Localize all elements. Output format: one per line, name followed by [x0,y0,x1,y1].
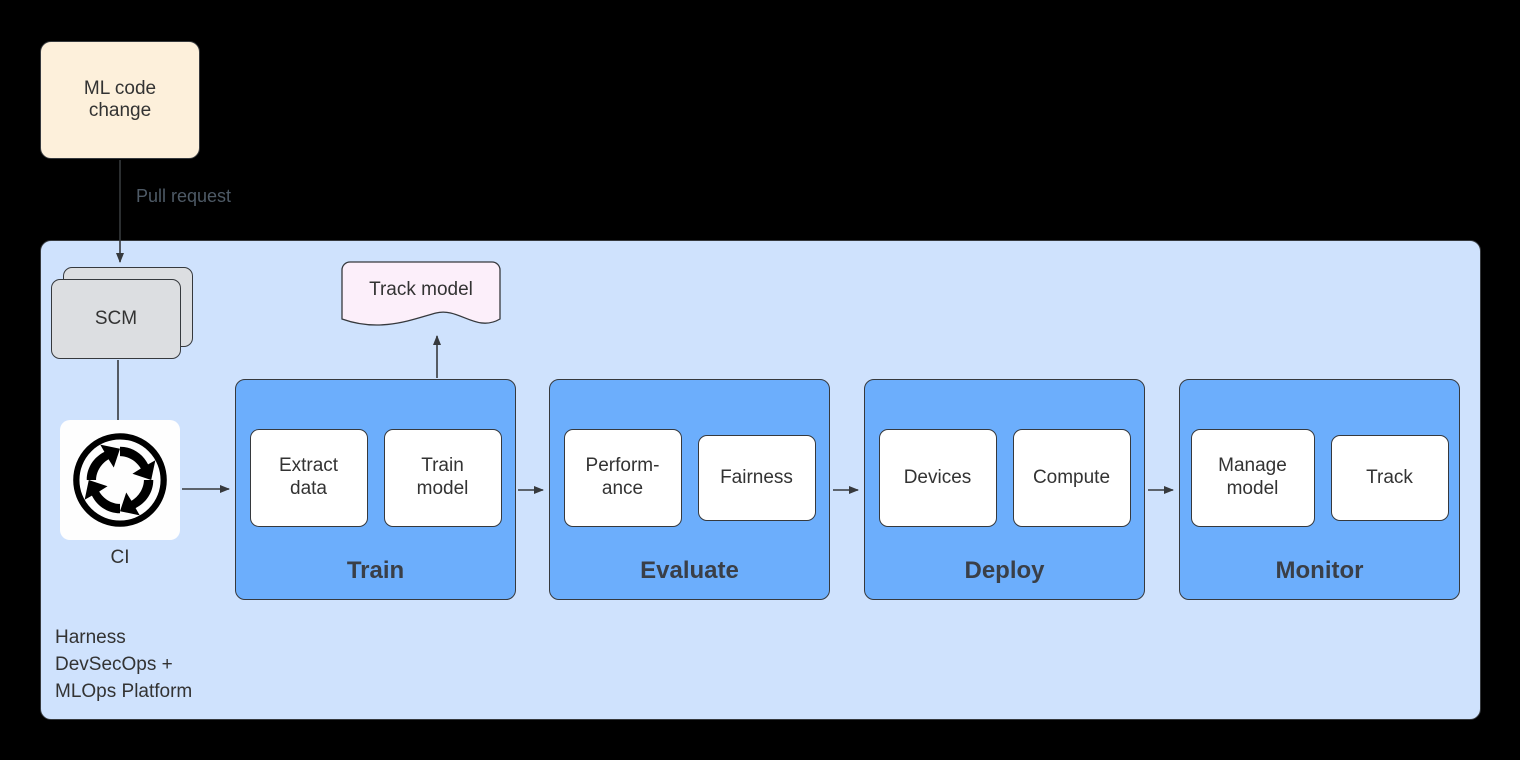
substep-train-model-label: Train model [416,455,469,499]
stage-deploy[interactable]: Devices Compute Deploy [864,379,1145,600]
substep-track[interactable]: Track [1330,435,1449,521]
substep-manage-model[interactable]: Manage model [1190,429,1315,527]
substep-performance[interactable]: Perform- ance [563,429,682,527]
stage-evaluate[interactable]: Perform- ance Fairness Evaluate [549,379,830,600]
substep-performance-label: Perform- ance [585,455,660,499]
stage-deploy-title: Deploy [964,557,1045,584]
substep-fairness-label: Fairness [720,466,793,488]
substep-extract-data-label: Extract data [278,455,339,499]
substep-compute-label: Compute [1032,466,1111,488]
stage-monitor-title: Monitor [1275,557,1364,584]
stage-train[interactable]: Extract data Train model Train [235,379,516,600]
stage-train-title: Train [346,557,405,584]
substep-manage-model-label: Manage model [1218,455,1287,499]
document-shape [341,261,501,326]
scm-node[interactable]: SCM [51,267,193,359]
ci-label: CI [110,546,130,568]
substep-fairness[interactable]: Fairness [697,435,816,521]
track-model-label: Track model [369,279,473,300]
stage-evaluate-title: Evaluate [640,557,739,584]
substep-train-model[interactable]: Train model [383,429,502,527]
stage-deploy-substeps: Devices Compute [865,429,1144,527]
stage-evaluate-substeps: Perform- ance Fairness [550,429,829,527]
scm-stack-front-sheet: SCM [51,279,181,359]
substep-track-label: Track [1366,466,1413,488]
substep-extract-data[interactable]: Extract data [249,429,368,527]
stage-monitor-substeps: Manage model Track [1180,429,1459,527]
track-model-node[interactable]: Track model [341,261,501,333]
harness-platform-caption: Harness DevSecOps + MLOps Platform [55,627,193,702]
substep-compute[interactable]: Compute [1012,429,1131,527]
stage-monitor[interactable]: Manage model Track Monitor [1179,379,1460,600]
pull-request-edge-label: Pull request [136,186,232,206]
continuous-integration-cycle-icon [73,433,167,527]
ml-code-change-label: ML code change [83,77,157,121]
stage-train-substeps: Extract data Train model [236,429,515,527]
substep-devices[interactable]: Devices [878,429,997,527]
scm-label: SCM [94,307,138,329]
ci-node[interactable] [60,420,180,540]
substep-devices-label: Devices [903,466,972,488]
ml-code-change-node[interactable]: ML code change [40,41,200,159]
